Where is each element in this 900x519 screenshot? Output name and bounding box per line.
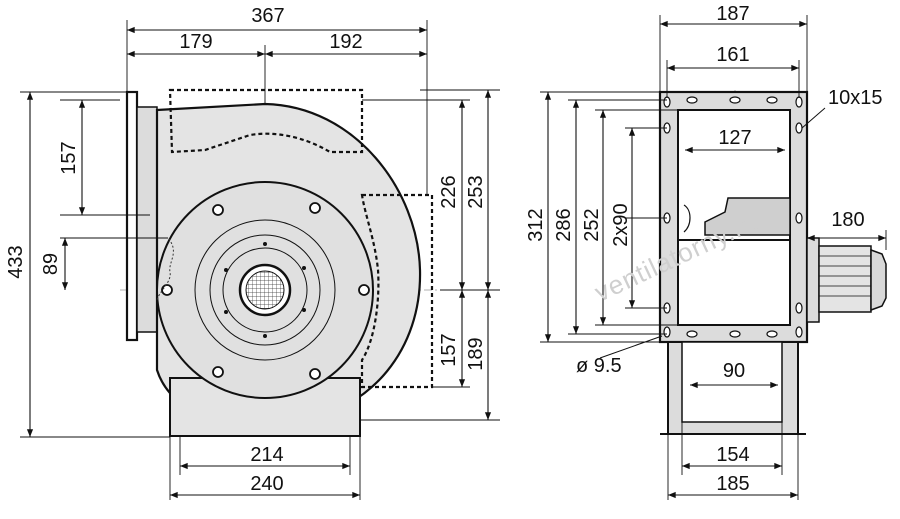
dim-left-width: 179: [179, 31, 212, 53]
inlet-mesh: [245, 270, 285, 310]
dim-inner-opening: 127: [718, 127, 751, 149]
dim-base-inner-front: 154: [716, 444, 749, 466]
dim-base-width: 90: [723, 360, 745, 382]
dim-right-width: 192: [329, 31, 362, 53]
dim-outlet-height: 226: [438, 175, 460, 208]
alt-outlet-top: [168, 88, 364, 154]
side-bolt-holes: [161, 202, 370, 380]
dim-slot: 10x15: [828, 87, 883, 109]
dim-base-outer: 240: [250, 473, 283, 495]
dim-lower-total: 189: [465, 337, 487, 370]
dim-outlet-to-center: 253: [465, 175, 487, 208]
dim-width-inner: 161: [716, 44, 749, 66]
side-collar: [136, 106, 158, 333]
dim-left-upper: 157: [58, 141, 80, 174]
side-flange: [125, 90, 139, 342]
front-view: 187 161 127 312 286 252 2x90 180 90 154 …: [525, 3, 887, 500]
dim-height-total: 433: [5, 245, 27, 278]
dim-base-inner: 214: [250, 444, 283, 466]
dim-height-312: 312: [525, 208, 547, 241]
dim-hole: ø 9.5: [576, 355, 622, 377]
front-impeller: [678, 197, 791, 241]
side-view: 367 179 192 433 157 89 226 253 157 189 2…: [5, 5, 500, 500]
dim-hole-pitch: 2x90: [610, 203, 632, 246]
motor-ring-mid: [209, 234, 321, 346]
dim-width-outer: 187: [716, 3, 749, 25]
alt-outlet-right: [360, 193, 434, 389]
dim-base-outer-front: 185: [716, 473, 749, 495]
dim-height-252: 252: [581, 208, 603, 241]
motor-ring-inner: [222, 247, 308, 333]
motor-ring-outer: [194, 219, 336, 361]
dim-left-lower: 89: [40, 253, 62, 275]
dim-overall-width: 367: [251, 5, 284, 27]
dim-height-286: 286: [553, 208, 575, 241]
motor: [806, 237, 887, 323]
dim-motor-length: 180: [831, 209, 864, 231]
dim-lower-outlet: 157: [438, 333, 460, 366]
